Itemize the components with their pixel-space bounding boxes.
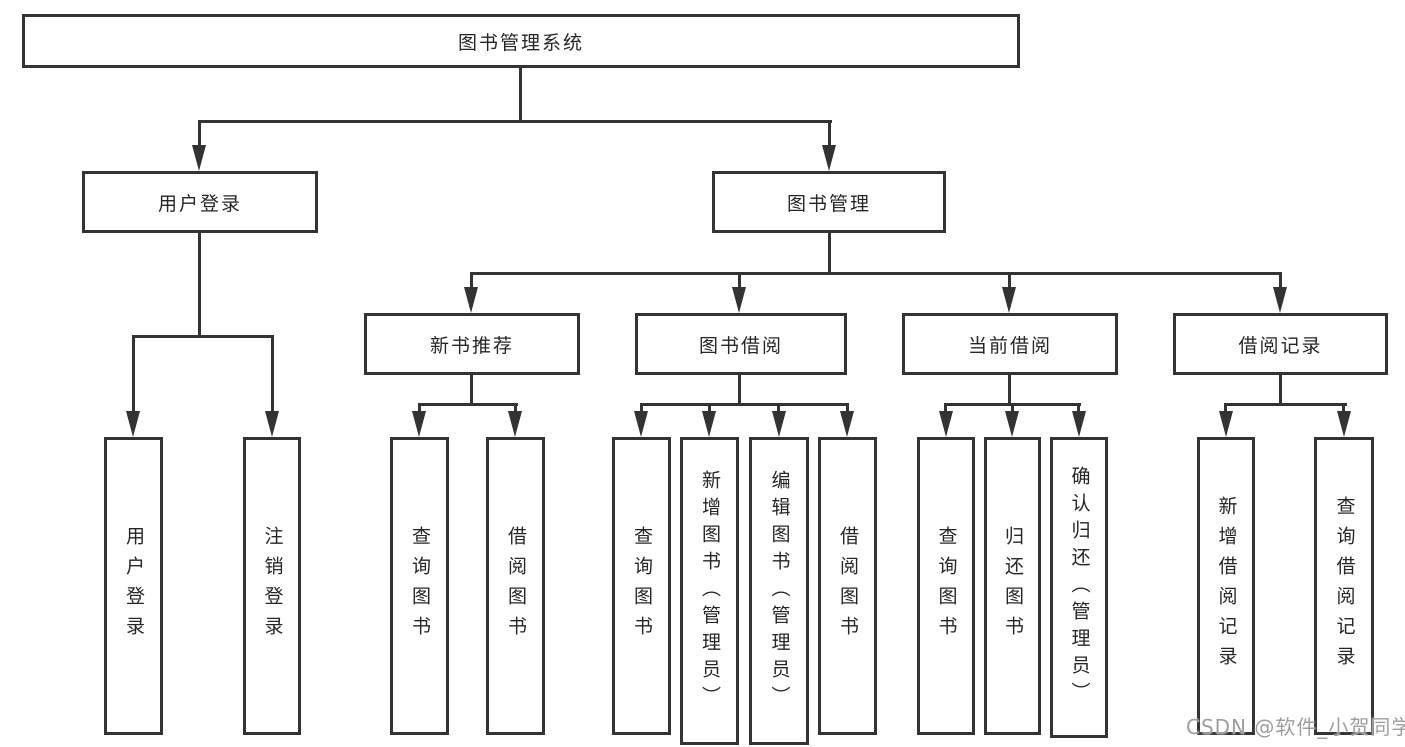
leaf-borrow-add-books-admin: 新增图书（管理员）: [680, 437, 739, 745]
node-book-mgmt-label: 图书管理: [786, 192, 871, 215]
arrow-down-bor-add: [702, 411, 716, 437]
leaf-user-login: 用户登录: [104, 437, 163, 735]
arrow-down-bor-borrow: [840, 411, 854, 437]
connector-borrow-stem: [738, 375, 741, 403]
connector-bor-leaf2-drop: [708, 403, 711, 413]
arrow-down-leaf-logout: [265, 411, 279, 437]
node-book-mgmt: 图书管理: [712, 171, 946, 233]
leaf-current-return-books: 归还图书: [984, 437, 1041, 735]
leaf-records-add-label: 新增借阅记录: [1215, 496, 1238, 676]
leaf-borrow-query-label: 查询图书: [631, 526, 653, 646]
connector-user-bar: [132, 335, 274, 338]
arrow-down-cur-return: [1005, 411, 1019, 437]
arrow-down-bor-edit: [772, 411, 786, 437]
arrow-down-book-mgmt: [822, 145, 836, 171]
connector-records-stem: [1279, 375, 1282, 403]
arrow-down-records: [1273, 287, 1287, 313]
arrow-down-rec-query: [412, 411, 426, 437]
connector-user-stem: [198, 233, 201, 335]
leaf-records-query-label: 查询借阅记录: [1333, 496, 1356, 676]
connector-current-drop: [1008, 272, 1011, 288]
connector-bor-leaf4-drop: [846, 403, 849, 413]
arrow-down-user-login: [192, 145, 206, 171]
node-recommend-label: 新书推荐: [429, 334, 514, 357]
connector-mgmt-drop: [828, 120, 831, 148]
connector-recommend-stem: [470, 375, 473, 403]
connector-level3-bar: [470, 272, 1282, 275]
connector-bor-leaf3-drop: [777, 403, 780, 413]
node-current-borrow: 当前借阅: [902, 313, 1118, 375]
arrow-down-recd-add: [1219, 411, 1233, 437]
node-book-borrow: 图书借阅: [635, 313, 847, 375]
arrow-down-cur-confirm: [1072, 411, 1086, 437]
connector-root-stem: [519, 68, 522, 120]
leaf-logout: 注销登录: [243, 437, 301, 735]
node-new-book-recommend: 新书推荐: [364, 313, 580, 375]
connector-recd-leaf1-drop: [1224, 403, 1227, 413]
arrow-down-leaf-user-login: [126, 411, 140, 437]
connector-borrow-drop: [738, 272, 741, 288]
connector-recommend-bar: [418, 403, 518, 406]
leaf-current-query-books: 查询图书: [917, 437, 975, 735]
leaf-borrow-borrow-books: 借阅图书: [818, 437, 877, 735]
connector-rec-leaf1-drop: [418, 403, 421, 413]
leaf-current-confirm-return-admin: 确认归还（管理员）: [1050, 437, 1108, 738]
connector-borrow-bar: [640, 403, 849, 406]
arrow-down-bor-query: [634, 411, 648, 437]
leaf-recommend-borrow-label: 借阅图书: [505, 526, 527, 646]
node-borrow-label: 图书借阅: [698, 334, 783, 357]
connector-current-stem: [1008, 375, 1011, 403]
connector-cur-leaf3-drop: [1077, 403, 1080, 413]
leaf-borrow-edit-books-admin: 编辑图书（管理员）: [749, 437, 809, 745]
arrow-down-rec-borrow: [508, 411, 522, 437]
node-records-label: 借阅记录: [1238, 334, 1323, 357]
arrow-down-current: [1002, 287, 1016, 313]
connector-records-drop: [1279, 272, 1282, 288]
node-user-login: 用户登录: [82, 171, 318, 233]
leaf-borrow-borrow-label: 借阅图书: [837, 526, 859, 646]
node-root-system: 图书管理系统: [22, 14, 1020, 68]
connector-recd-leaf2-drop: [1342, 403, 1345, 413]
leaf-recommend-borrow-books: 借阅图书: [486, 437, 545, 735]
arrow-down-borrow: [732, 287, 746, 313]
csdn-watermark: CSDN @软件_小贺同学: [1186, 715, 1405, 739]
node-user-login-label: 用户登录: [157, 192, 242, 215]
connector-cur-leaf1-drop: [944, 403, 947, 413]
leaf-logout-label: 注销登录: [261, 526, 284, 646]
leaf-current-confirm-label: 确认归还（管理员）: [1068, 466, 1091, 709]
leaf-borrow-edit-label: 编辑图书（管理员）: [768, 469, 791, 713]
connector-level2-bar: [198, 120, 832, 123]
arrow-down-cur-query: [939, 411, 953, 437]
connector-user-drop: [198, 120, 201, 148]
node-current-label: 当前借阅: [967, 334, 1052, 357]
connector-user-leaf2-drop: [271, 335, 274, 413]
connector-rec-leaf2-drop: [514, 403, 517, 413]
arrow-down-recd-query: [1337, 411, 1351, 437]
leaf-current-return-label: 归还图书: [1002, 526, 1024, 646]
connector-mgmt-stem: [828, 233, 831, 272]
leaf-borrow-query-books: 查询图书: [612, 437, 671, 735]
leaf-borrow-add-label: 新增图书（管理员）: [699, 469, 721, 713]
connector-recommend-drop: [470, 272, 473, 288]
leaf-records-add-record: 新增借阅记录: [1197, 437, 1255, 735]
arrow-down-recommend: [464, 287, 478, 313]
connector-user-leaf1-drop: [132, 335, 135, 413]
node-borrow-records: 借阅记录: [1173, 313, 1388, 375]
node-root-label: 图书管理系统: [457, 31, 584, 54]
leaf-user-login-label: 用户登录: [123, 526, 145, 646]
connector-records-bar: [1224, 403, 1347, 406]
leaf-recommend-query-books: 查询图书: [390, 437, 449, 735]
leaf-records-query-record: 查询借阅记录: [1314, 437, 1374, 735]
connector-bor-leaf1-drop: [640, 403, 643, 413]
leaf-current-query-label: 查询图书: [935, 526, 958, 646]
connector-cur-leaf2-drop: [1011, 403, 1014, 413]
leaf-recommend-query-label: 查询图书: [409, 526, 431, 646]
